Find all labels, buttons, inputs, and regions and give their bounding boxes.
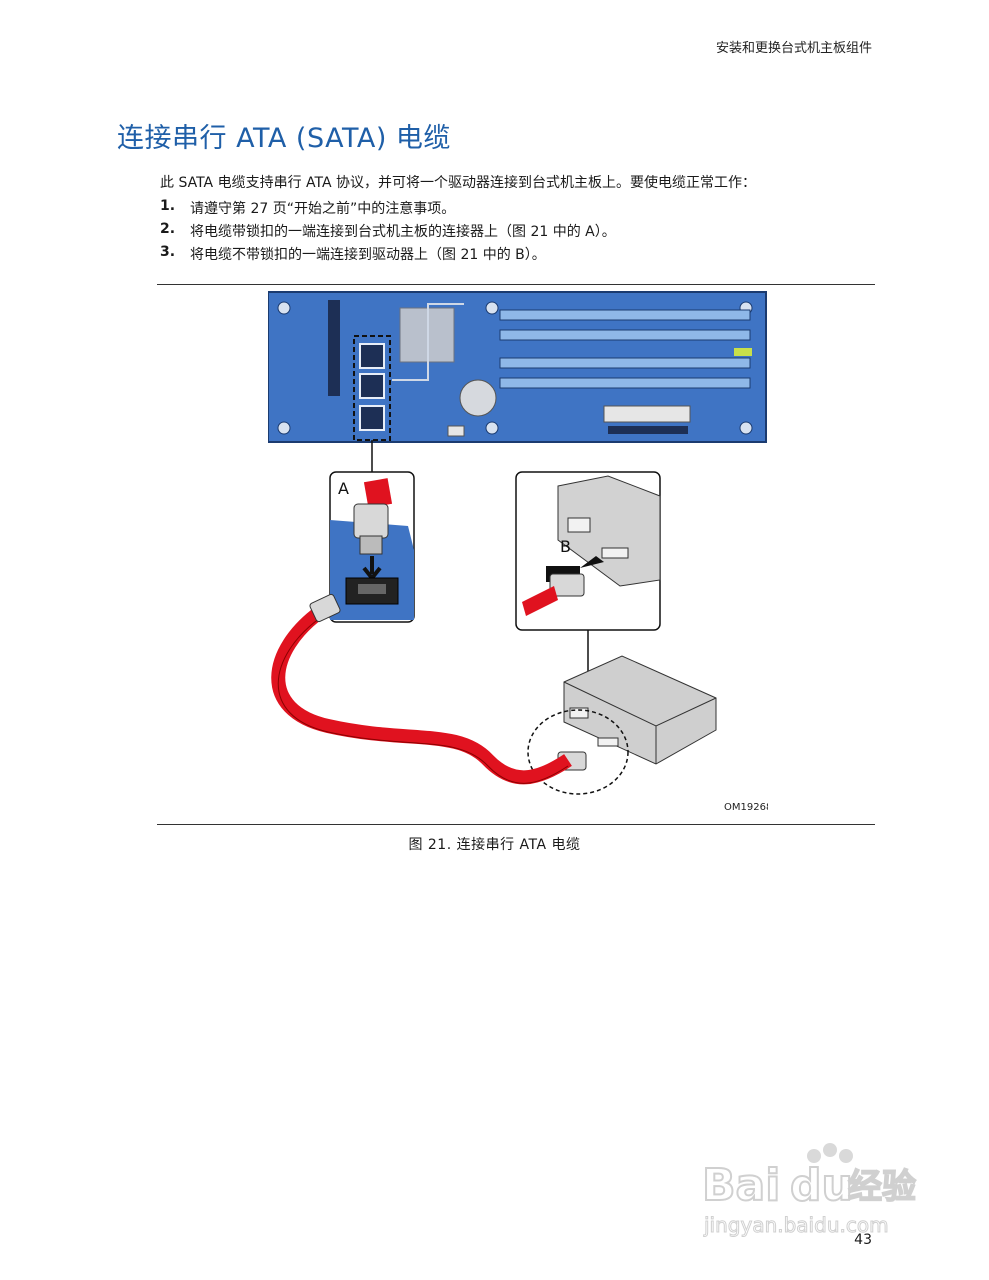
svg-text:du: du <box>790 1160 853 1211</box>
list-item: 1. 请遵守第 27 页“开始之前”中的注意事项。 <box>160 198 616 221</box>
figure-top-rule <box>157 284 875 285</box>
step-number: 2. <box>160 221 190 244</box>
figure-caption: 图 21. 连接串行 ATA 电缆 <box>0 834 989 854</box>
step-number: 3. <box>160 244 190 267</box>
sata-cable-figure: A B OM19268 <box>268 290 768 814</box>
figure-bottom-rule <box>157 824 875 825</box>
page-title: 连接串行 ATA (SATA) 电缆 <box>117 116 451 155</box>
callout-a-box: A <box>330 472 414 622</box>
intro-paragraph: 此 SATA 电缆支持串行 ATA 协议，并可将一个驱动器连接到台式机主板上。要… <box>160 172 756 192</box>
callout-b-label: B <box>560 537 571 556</box>
step-number: 1. <box>160 198 190 221</box>
motherboard-illustration <box>268 292 766 442</box>
step-text: 将电缆不带锁扣的一端连接到驱动器上（图 21 中的 B）。 <box>190 244 546 267</box>
list-item: 3. 将电缆不带锁扣的一端连接到驱动器上（图 21 中的 B）。 <box>160 244 616 267</box>
list-item: 2. 将电缆带锁扣的一端连接到台式机主板的连接器上（图 21 中的 A）。 <box>160 221 616 244</box>
steps-list: 1. 请遵守第 27 页“开始之前”中的注意事项。 2. 将电缆带锁扣的一端连接… <box>160 198 616 267</box>
step-text: 请遵守第 27 页“开始之前”中的注意事项。 <box>190 198 455 221</box>
drawing-id: OM19268 <box>724 802 768 813</box>
page-number: 43 <box>854 1232 872 1248</box>
baidu-watermark-logo: Bai du 经验 jingyan.baidu.com <box>700 1130 940 1240</box>
running-header: 安装和更换台式机主板组件 <box>716 37 872 56</box>
step-text: 将电缆带锁扣的一端连接到台式机主板的连接器上（图 21 中的 A）。 <box>190 221 616 244</box>
svg-text:Bai: Bai <box>702 1160 780 1211</box>
callout-b-box: B <box>516 472 660 630</box>
callout-a-label: A <box>338 479 349 498</box>
svg-text:经验: 经验 <box>848 1167 916 1207</box>
